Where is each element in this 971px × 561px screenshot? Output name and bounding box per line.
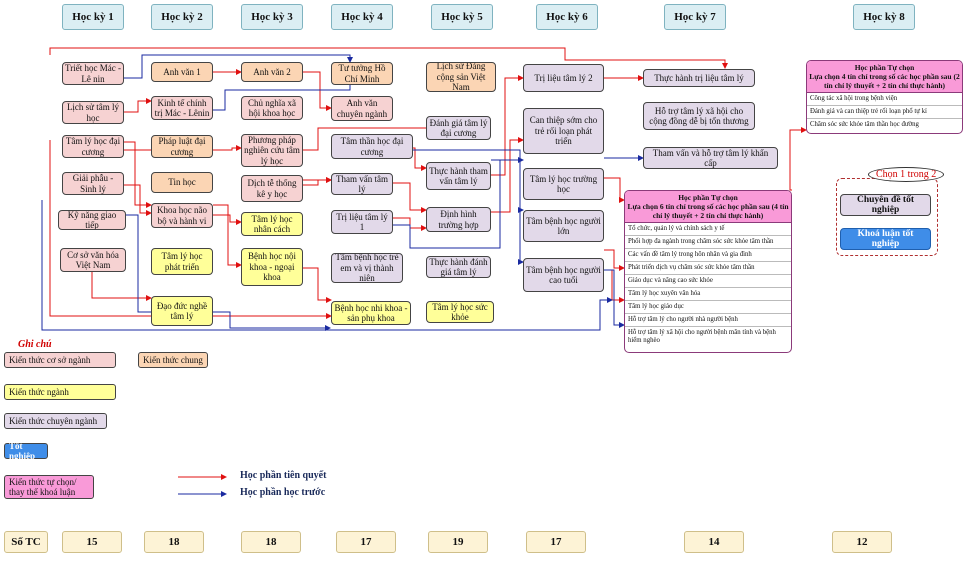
credits-semester-5: 19 [428, 531, 488, 553]
elective-6-item[interactable]: Hỗ trợ tâm lý xã hội cho người bệnh mãn … [628, 329, 776, 344]
semester-6-header: Học kỳ 6 [536, 4, 598, 30]
course-anh-van-chuyen-nganh[interactable]: Anh văn chuyên ngành [331, 96, 393, 121]
elective-6-item[interactable]: Các vấn đề tâm lý trong hôn nhân và gia … [625, 249, 791, 262]
semester-2-header: Học kỳ 2 [151, 4, 213, 30]
course-anh-van-2[interactable]: Anh văn 2 [241, 62, 303, 82]
legend-tot-nghiep: Tốt nghiệp [4, 441, 48, 461]
elective-4-subtitle: Lựa chọn 4 tín chỉ trong số các học phần… [809, 72, 960, 90]
semester-4-header: Học kỳ 4 [331, 4, 393, 30]
elective-4-item[interactable]: Chăm sóc sức khỏe tâm thần học đường [810, 121, 919, 128]
credits-semester-1: 15 [62, 531, 122, 553]
course-tri-lieu-2[interactable]: Trị liệu tâm lý 2 [523, 64, 604, 92]
legend-kien-thuc-nganh: Kiến thức ngành [4, 384, 116, 400]
course-khoa-luan-tot-nghiep[interactable]: Khoá luận tốt nghiệp [840, 228, 931, 250]
course-benh-hoc-tre-em[interactable]: Tâm bệnh học trẻ em và vị thành niên [331, 253, 403, 283]
elective-4-item[interactable]: Đánh giá và can thiệp trẻ rối loạn phổ t… [807, 106, 962, 119]
elective-panel-4-credits: Học phần Tự chọn Lựa chọn 4 tín chỉ tron… [806, 60, 963, 134]
course-co-so-van-hoa[interactable]: Cơ sở văn hóa Việt Nam [60, 248, 126, 272]
course-triet-hoc[interactable]: Triết học Mác - Lê nin [62, 62, 124, 85]
legend-co-so-nganh: Kiến thức cơ sở ngành [4, 352, 116, 368]
credits-semester-7: 14 [684, 531, 744, 553]
elective-6-item[interactable]: Tâm lý học xuyên văn hóa [625, 288, 791, 301]
elective-panel-6-header: Học phần Tự chọn Lựa chọn 6 tín chỉ tron… [625, 191, 791, 223]
legend-kien-thuc-chung: Kiến thức chung [138, 352, 208, 368]
course-phuong-phap-nghien-cuu[interactable]: Phương pháp nghiên cứu tâm lý học [241, 134, 303, 167]
legend-tu-chon: Kiến thức tự chọn/ thay thế khoá luận [4, 475, 94, 499]
course-danh-gia-tam-ly[interactable]: Đánh giá tâm lý đại cương [426, 116, 491, 140]
course-tham-van-tam-ly[interactable]: Tham vấn tâm lý [331, 173, 393, 195]
course-tam-ly-suc-khoe[interactable]: Tâm lý học sức khỏe [426, 301, 494, 323]
course-tam-ly-dai-cuong[interactable]: Tâm lý học đại cương [62, 135, 124, 158]
credits-semester-6: 17 [526, 531, 586, 553]
credits-semester-4: 17 [336, 531, 396, 553]
course-chu-nghia-xa-hoi[interactable]: Chủ nghĩa xã hội khoa học [241, 96, 303, 120]
elective-6-item[interactable]: Phối hợp đa ngành trong chăm sóc sức khỏ… [625, 236, 791, 249]
credits-label: Số TC [4, 531, 48, 553]
elective-panel-4-header: Học phần Tự chọn Lựa chọn 4 tín chỉ tron… [807, 61, 962, 93]
course-thuc-hanh-tri-lieu[interactable]: Thực hành trị liệu tâm lý [643, 69, 755, 87]
course-phap-luat[interactable]: Pháp luật đại cương [151, 135, 213, 158]
course-tri-lieu-1[interactable]: Trị liệu tâm lý 1 [331, 210, 393, 234]
course-khoa-hoc-nao-bo[interactable]: Khoa học não bộ và hành vi [151, 203, 213, 228]
semester-1-header: Học kỳ 1 [62, 4, 124, 30]
course-tam-ly-nhan-cach[interactable]: Tâm lý học nhân cách [241, 212, 303, 236]
semester-7-header: Học kỳ 7 [664, 4, 726, 30]
course-benh-nhi-khoa[interactable]: Bệnh học nhi khoa - sản phụ khoa [331, 301, 411, 325]
elective-6-title: Học phần Tự chọn [678, 193, 738, 202]
course-benh-hoc-nguoi-cao-tuoi[interactable]: Tâm bệnh học người cao tuổi [523, 258, 604, 292]
legend-title: Ghi chú [18, 339, 52, 350]
course-ky-nang-giao-tiep[interactable]: Kỹ năng giao tiếp [58, 210, 126, 230]
elective-4-title: Học phần Tự chọn [854, 63, 915, 72]
legend-chuyen-nganh: Kiến thức chuyên ngành [4, 413, 107, 429]
semester-8-header: Học kỳ 8 [853, 4, 915, 30]
credits-semester-3: 18 [241, 531, 301, 553]
course-tin-hoc[interactable]: Tin học [151, 172, 213, 193]
elective-6-item[interactable]: Tâm lý học giáo dục [625, 301, 791, 314]
course-dao-duc-nghe[interactable]: Đạo đức nghề tâm lý [151, 296, 213, 326]
course-tam-than-hoc[interactable]: Tâm thần học đại cương [331, 134, 413, 159]
elective-6-item[interactable]: Tổ chức, quản lý và chính sách y tế [625, 223, 791, 236]
course-anh-van-1[interactable]: Anh văn 1 [151, 62, 213, 82]
elective-6-item[interactable]: Giáo dục và nâng cao sức khỏe [625, 275, 791, 288]
course-tu-tuong-hcm[interactable]: Tư tưởng Hồ Chí Minh [331, 62, 393, 85]
course-thuc-hanh-tham-van[interactable]: Thực hành tham vấn tâm lý [426, 162, 491, 190]
course-benh-hoc-nguoi-lon[interactable]: Tâm bệnh học người lớn [523, 210, 604, 242]
course-ho-tro-cong-dong[interactable]: Hỗ trợ tâm lý xã hội cho cộng đồng dễ bị… [643, 102, 755, 130]
course-can-thiep-som[interactable]: Can thiệp sớm cho trẻ rối loạn phát triể… [523, 108, 604, 154]
course-lich-su-dang[interactable]: Lịch sử Đảng cộng sản Việt Nam [426, 62, 496, 92]
course-kinh-te-chinh-tri[interactable]: Kinh tế chính trị Mác - Lênin [151, 96, 213, 120]
course-tam-ly-truong-hoc[interactable]: Tâm lý học trường học [523, 168, 604, 200]
course-thuc-hanh-danh-gia[interactable]: Thực hành đánh giá tâm lý [426, 256, 491, 278]
credits-semester-8: 12 [832, 531, 892, 553]
course-benh-noi-khoa[interactable]: Bệnh học nội khoa - ngoại khoa [241, 248, 303, 286]
elective-6-item[interactable]: Hỗ trợ tâm lý cho người nhà người bệnh [625, 314, 791, 327]
course-dinh-hinh-truong-hop[interactable]: Định hình trường hợp [426, 207, 491, 232]
semester-3-header: Học kỳ 3 [241, 4, 303, 30]
course-giai-phau[interactable]: Giải phẫu - Sinh lý [62, 172, 124, 195]
semester-5-header: Học kỳ 5 [431, 4, 493, 30]
elective-4-item[interactable]: Công tác xã hội trong bệnh viện [807, 93, 962, 106]
elective-6-subtitle: Lựa chọn 6 tín chỉ trong số các học phần… [627, 202, 789, 220]
legend-before-label: Học phần học trước [240, 487, 326, 498]
course-thong-ke-y-hoc[interactable]: Dịch tễ thống kê y học [241, 175, 303, 202]
course-chuyen-de-tot-nghiep[interactable]: Chuyên đề tốt nghiệp [840, 194, 931, 216]
course-tam-ly-phat-trien[interactable]: Tâm lý học phát triển [151, 248, 213, 275]
course-lich-su-tam-ly[interactable]: Lịch sử tâm lý học [62, 101, 124, 124]
choose-one-label: Chọn 1 trong 2 [868, 167, 945, 182]
course-tham-van-khan-cap[interactable]: Tham vấn và hỗ trợ tâm lý khẩn cấp [643, 147, 778, 169]
elective-6-item[interactable]: Phát triển dịch vụ chăm sóc sức khỏe tâm… [625, 262, 791, 275]
elective-panel-6-credits: Học phần Tự chọn Lựa chọn 6 tín chỉ tron… [624, 190, 792, 353]
legend-prereq-label: Học phần tiên quyết [240, 470, 327, 481]
credits-semester-2: 18 [144, 531, 204, 553]
